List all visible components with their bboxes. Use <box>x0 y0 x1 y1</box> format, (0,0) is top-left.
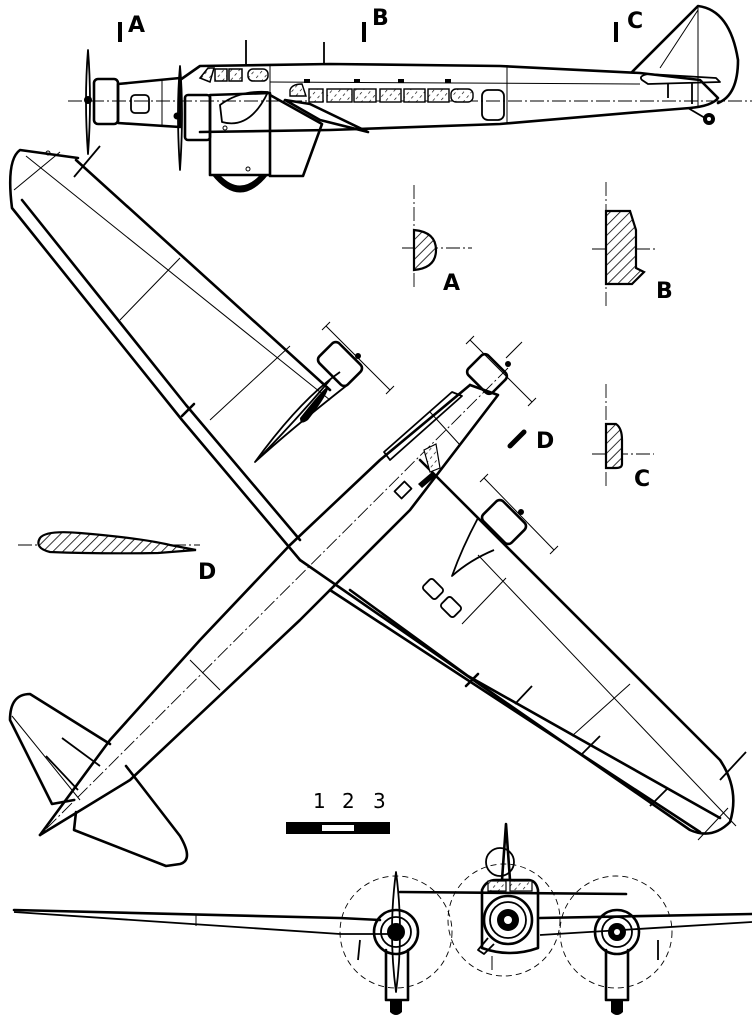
cockpit-plan <box>423 443 441 473</box>
svg-text:C: C <box>634 467 650 492</box>
section-marker-d: D <box>507 429 554 454</box>
section-marker-a: A <box>118 13 145 42</box>
pitot-tube-right <box>719 751 747 781</box>
scale-bar: 1 2 3 <box>286 789 390 834</box>
front-view <box>12 822 752 1015</box>
right-engine-front <box>593 908 659 1015</box>
scale-segment-white <box>322 825 354 831</box>
scale-label-2: 2 <box>342 789 355 813</box>
plan-view <box>8 145 747 868</box>
right-wheel <box>611 1000 623 1015</box>
svg-text:D: D <box>536 429 554 454</box>
scale-label-1: 1 <box>313 789 326 813</box>
svg-text:B: B <box>372 6 389 31</box>
cabin-windows <box>289 83 505 121</box>
cockpit-windows <box>198 67 269 84</box>
right-propeller-disc <box>559 875 673 989</box>
left-wheel <box>390 1000 402 1015</box>
left-wing-plan <box>8 145 332 562</box>
nose-propeller-disc <box>447 863 561 977</box>
horizontal-tail-plan <box>8 692 189 868</box>
cabin-door <box>481 89 505 121</box>
left-propeller-blade <box>391 871 401 993</box>
right-wing-front <box>538 912 752 920</box>
svg-text:A: A <box>128 13 145 38</box>
wing-propeller-side <box>173 65 183 171</box>
wing-engine-nacelle-side <box>183 90 370 193</box>
pitot-tube <box>73 145 101 178</box>
hatch-1 <box>422 578 444 600</box>
hatch-2 <box>440 596 462 618</box>
right-wing-plan <box>298 458 747 841</box>
tail-fin-side <box>630 4 740 125</box>
nose-engine-cowling <box>92 76 182 129</box>
stabilizer-front <box>398 890 628 896</box>
section-profile-c: C <box>592 384 654 492</box>
section-profile-a: A <box>402 185 472 296</box>
left-engine-front <box>357 871 420 1015</box>
right-engine-nacelle-plan <box>422 473 559 618</box>
fuselage-front <box>477 878 540 970</box>
section-profile-b: B <box>592 182 673 306</box>
left-wing-front <box>12 908 382 922</box>
svg-text:D: D <box>198 560 216 585</box>
nose-propeller <box>84 49 92 155</box>
dorsal-turret <box>485 847 515 877</box>
side-view: A B C <box>68 4 752 193</box>
section-marker-b: B <box>362 6 389 42</box>
svg-text:B: B <box>656 279 673 304</box>
scale-label-3: 3 <box>373 789 386 813</box>
left-engine-nacelle-plan <box>254 321 395 463</box>
section-profile-d: D <box>18 531 216 585</box>
svg-text:A: A <box>443 271 460 296</box>
nose-engine-plan <box>465 335 537 407</box>
roof-vents <box>304 79 451 83</box>
svg-text:C: C <box>627 9 643 34</box>
section-marker-c: C <box>614 9 643 42</box>
